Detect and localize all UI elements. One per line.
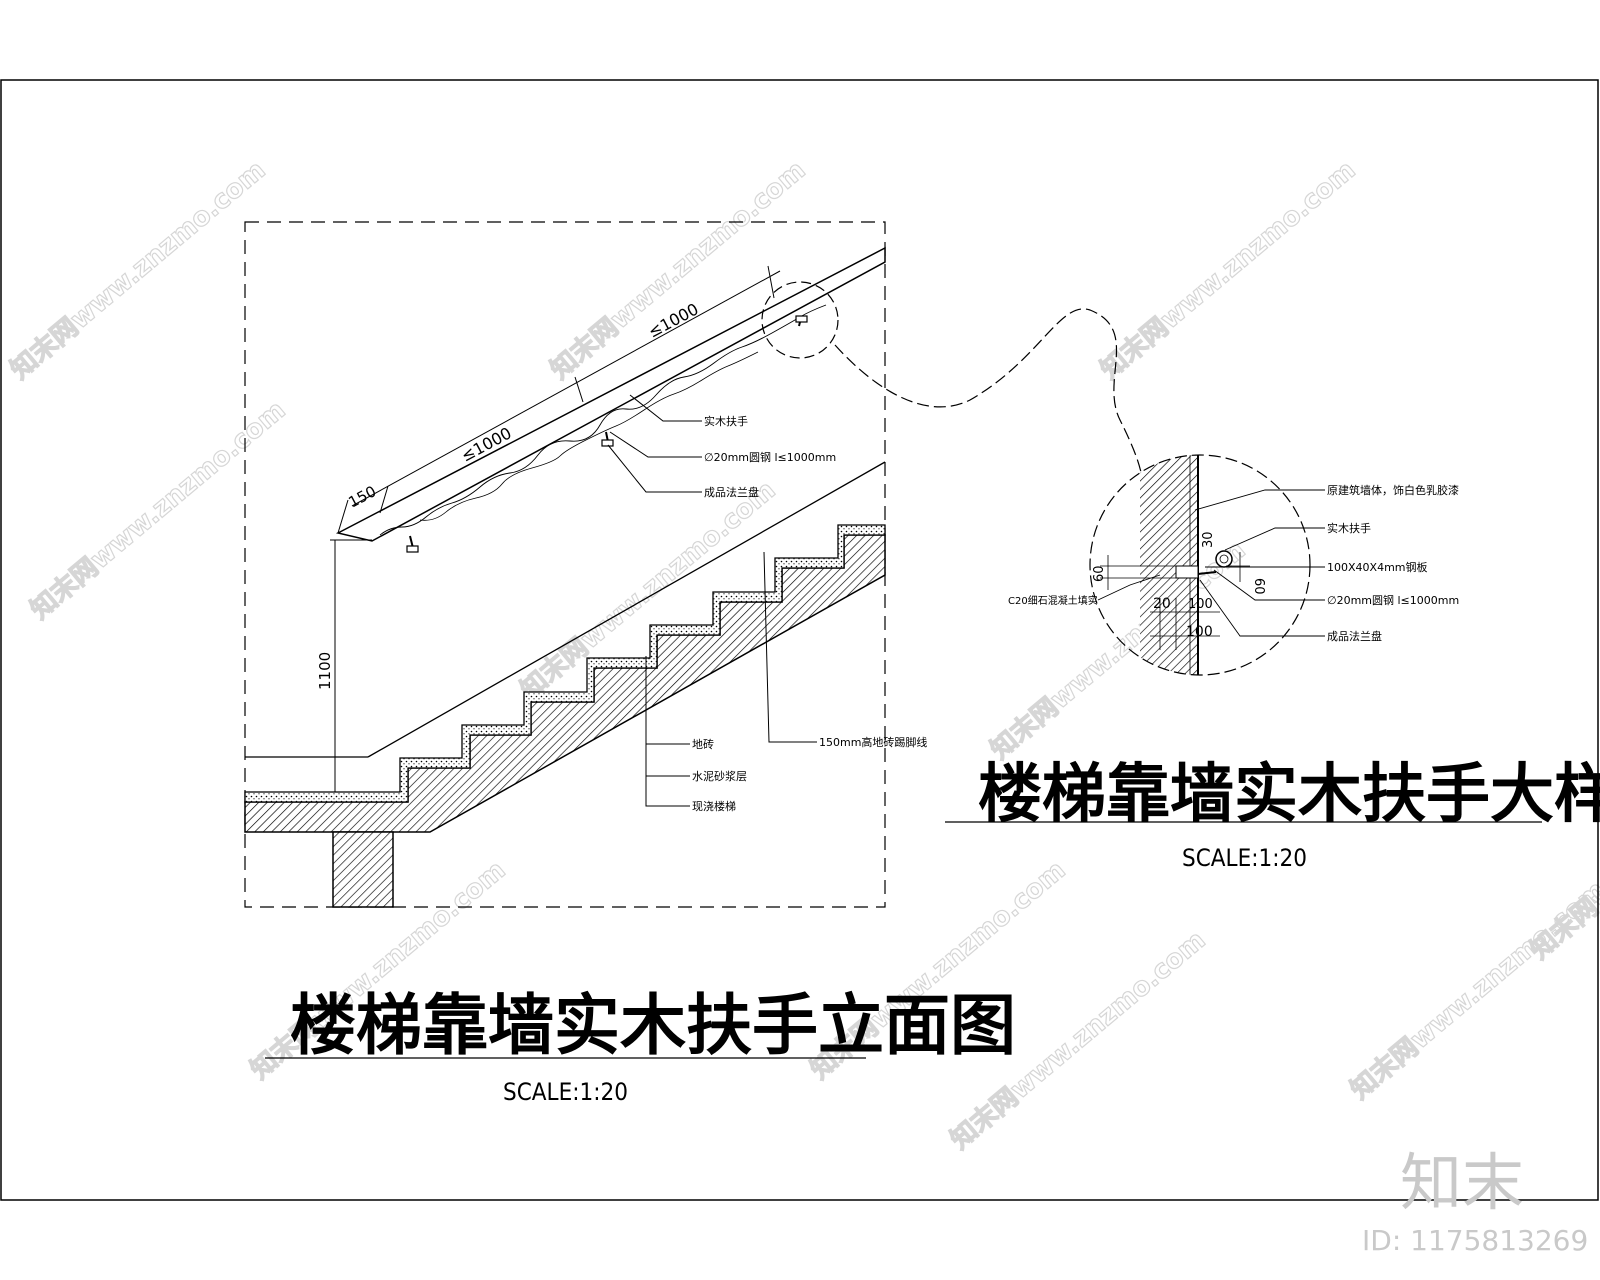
elevation-view: 150 ≤1000 ≤1000 1100 实木扶手 ∅20mm圆钢 l≤1000… xyxy=(244,221,927,908)
detail-boundary-circle xyxy=(1089,454,1311,676)
detail-dim-20: 20 xyxy=(1153,596,1171,612)
elevation-title: 楼梯靠墙实木扶手立面图 xyxy=(290,987,1016,1064)
handrail-bracket-1 xyxy=(406,535,419,553)
watermark-logo: 知末 xyxy=(1400,1146,1524,1219)
elevation-leaders xyxy=(607,394,817,807)
note-handrail: 实木扶手 xyxy=(704,414,748,428)
note-steel-bar: ∅20mm圆钢 l≤1000mm xyxy=(704,451,836,464)
note-cast-stair: 现浇楼梯 xyxy=(692,799,736,813)
watermark-text: 知末网www.znzmo.com xyxy=(5,155,271,385)
elevation-dashed-frame xyxy=(244,221,886,908)
floor-mortar-band xyxy=(244,524,886,803)
callout-connector-curve xyxy=(834,308,1144,481)
detail-steel-plate xyxy=(1175,565,1199,579)
handrail-bracket-3 xyxy=(795,315,808,327)
detail-leaders xyxy=(1097,489,1325,637)
wood-handrail xyxy=(335,246,886,542)
detail-note-flange: 成品法兰盘 xyxy=(1327,629,1382,643)
note-skirting: 150mm高地砖踢脚线 xyxy=(819,735,927,749)
detail-handrail-section xyxy=(1215,550,1233,568)
watermark-text: 知末网www.znzmo.com xyxy=(545,155,811,385)
height-dimension-line xyxy=(330,539,372,792)
handrail-bracket-2 xyxy=(601,431,614,447)
detail-callout-circle xyxy=(761,281,839,359)
support-wall xyxy=(332,831,394,908)
dim-150: 150 xyxy=(345,482,379,511)
handrail-dimension-line xyxy=(337,265,781,534)
elevation-scale: SCALE:1:20 xyxy=(503,1078,628,1106)
detail-title-block: 楼梯靠墙实木扶手大样图 SCALE:1:20 xyxy=(945,758,1600,872)
stair-concrete-body xyxy=(244,534,886,833)
handrail-grain-2 xyxy=(419,351,759,521)
note-flange: 成品法兰盘 xyxy=(704,485,759,499)
detail-note-wall: 原建筑墙体，饰白色乳胶漆 xyxy=(1327,483,1459,497)
detail-view: 30 60 60 20 100 100 原建筑墙体，饰白色乳胶漆 实木扶手 10… xyxy=(1008,454,1459,676)
detail-dim-60-left: 60 xyxy=(1092,565,1107,582)
detail-wall-hatch xyxy=(1140,455,1198,675)
watermark-text: 知末网www.znzmo.com xyxy=(1095,155,1361,385)
watermark-text: 知末网www.znzmo.com xyxy=(1345,875,1600,1105)
detail-title: 楼梯靠墙实木扶手大样图 xyxy=(978,758,1600,832)
detail-note-plate: 100X40X4mm钢板 xyxy=(1327,560,1428,574)
elevation-title-block: 楼梯靠墙实木扶手立面图 SCALE:1:20 xyxy=(265,987,1016,1106)
sheet-border xyxy=(0,79,1599,1201)
note-floor-tile: 地砖 xyxy=(692,737,714,751)
detail-note-handrail: 实木扶手 xyxy=(1327,521,1371,535)
detail-scale: SCALE:1:20 xyxy=(1182,844,1307,872)
handrail-grain xyxy=(379,304,827,536)
detail-dim-100-a: 100 xyxy=(1188,597,1213,612)
skirting-line xyxy=(367,461,886,758)
detail-dim-60-right: 60 xyxy=(1251,578,1266,595)
watermark-text: 知末网www.znzmo.com xyxy=(25,395,291,625)
watermark-text: 知末网www.znzmo.com xyxy=(985,535,1251,765)
detail-dim-30: 30 xyxy=(1201,531,1216,548)
note-mortar: 水泥砂浆层 xyxy=(692,769,747,783)
image-id: ID: 1175813269 xyxy=(1362,1224,1588,1257)
dim-1100: 1100 xyxy=(316,652,334,690)
detail-note-steel-bar: ∅20mm圆钢 l≤1000mm xyxy=(1327,594,1459,607)
detail-note-fill: C20细石混凝土填实 xyxy=(1008,594,1098,607)
detail-dim-100-b: 100 xyxy=(1186,624,1213,640)
